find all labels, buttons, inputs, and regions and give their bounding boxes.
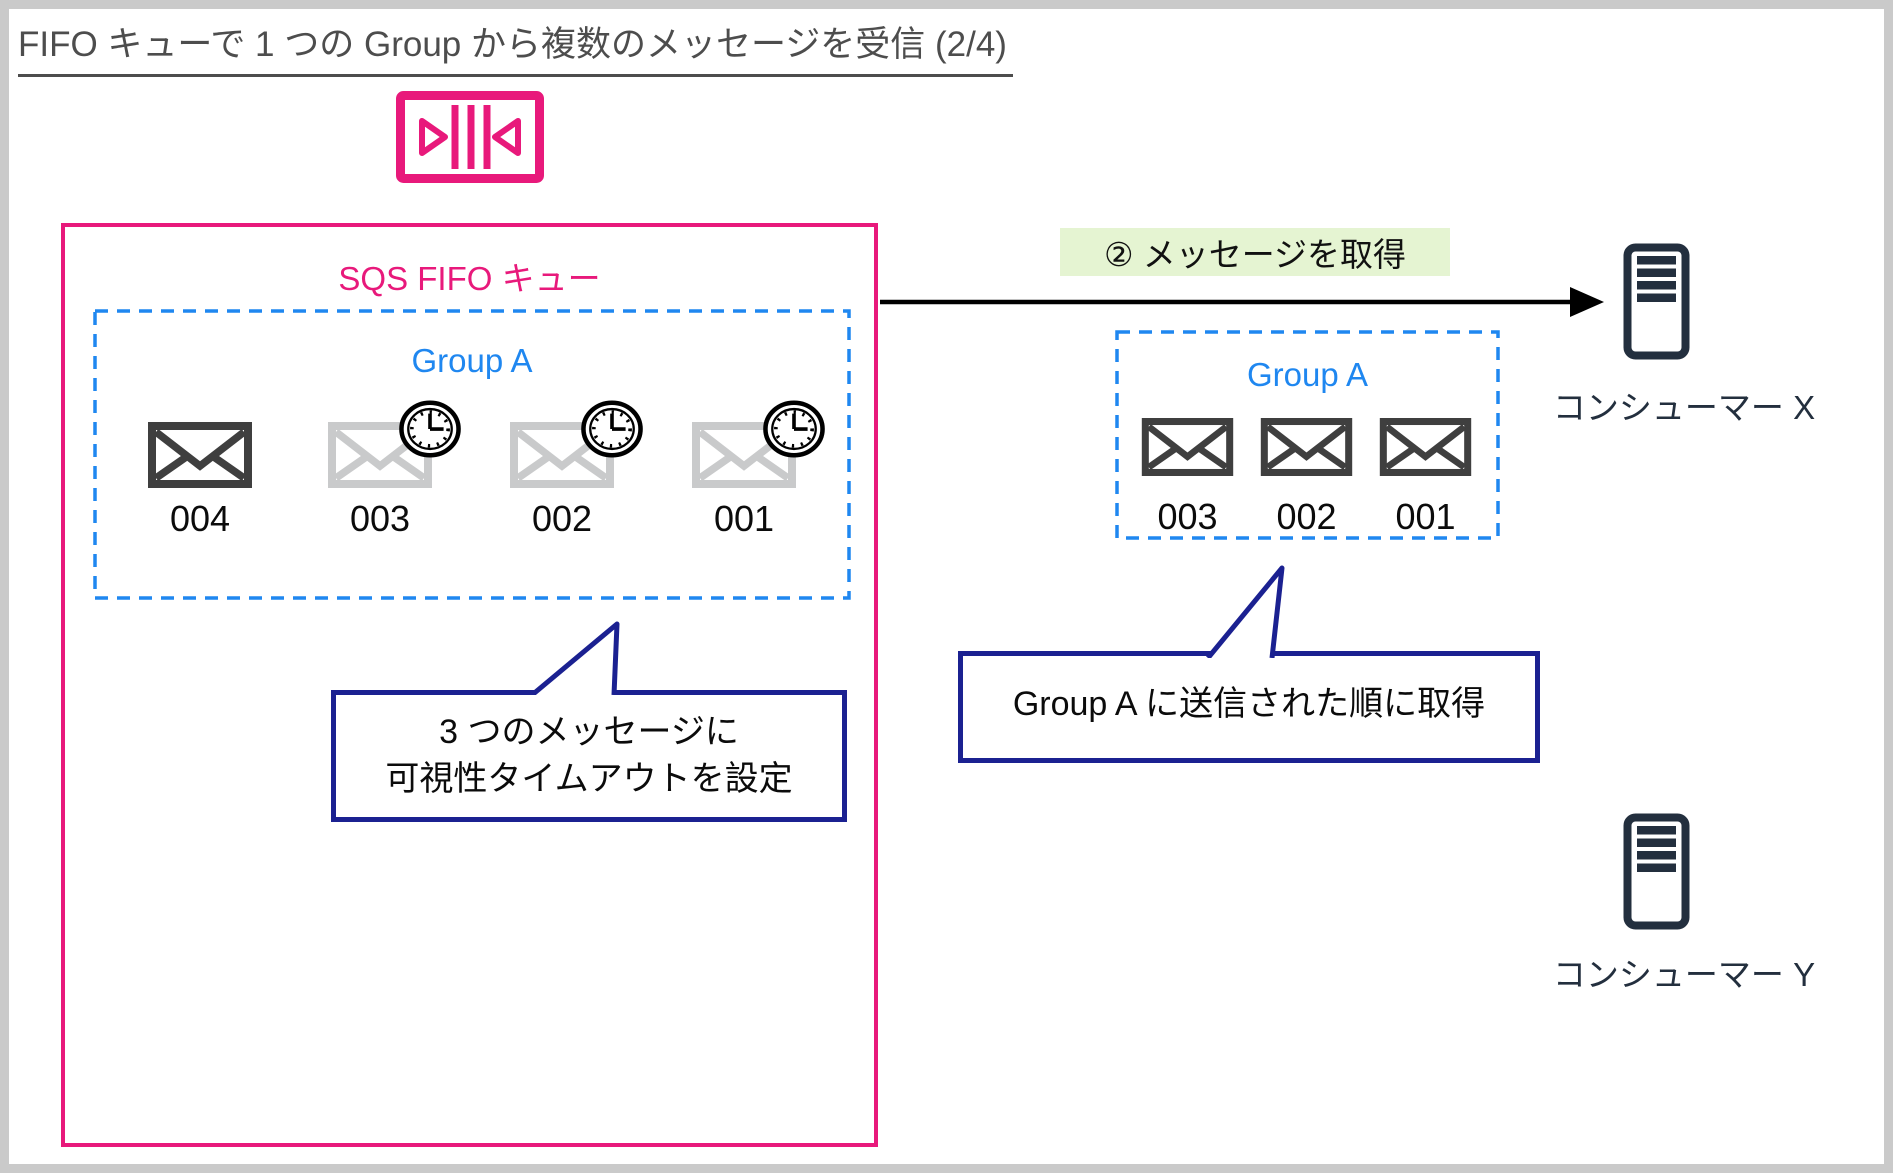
consumer-y-label: コンシューマー Y bbox=[1552, 956, 1816, 993]
envelope-icon bbox=[148, 422, 252, 488]
message-cell: 004 bbox=[148, 422, 252, 539]
message-id-label: 003 bbox=[1157, 496, 1218, 537]
visibility-timeout-callout: 3 つのメッセージに 可視性タイムアウトを設定 bbox=[331, 690, 847, 822]
envelope-icon bbox=[1140, 418, 1235, 476]
fetch-step-label: ② メッセージを取得 bbox=[1060, 228, 1450, 276]
queue-group-label: Group A bbox=[411, 342, 533, 379]
message-cell: 003 bbox=[328, 422, 432, 539]
fifo-queue-label: SQS FIFO キュー bbox=[338, 260, 601, 297]
sqs-queue-icon bbox=[396, 91, 544, 183]
callout-text-line: Group A に送信された順に取得 bbox=[1012, 684, 1486, 723]
message-id-label: 004 bbox=[169, 498, 231, 539]
envelope-icon bbox=[1259, 418, 1354, 476]
callout-tail bbox=[530, 621, 620, 695]
consumer-y-server-icon bbox=[1623, 813, 1690, 930]
callout-text-line: 3 つのメッセージに bbox=[439, 713, 739, 751]
consumer-x-label: コンシューマー X bbox=[1552, 389, 1816, 426]
consumer-x-server-icon bbox=[1623, 243, 1690, 360]
visibility-timeout-clock-icon bbox=[762, 400, 826, 458]
message-id-label: 001 bbox=[713, 498, 775, 539]
queue-group-box bbox=[93, 309, 851, 600]
message-cell: 002 bbox=[510, 422, 614, 539]
message-cell: 002 bbox=[1259, 418, 1354, 537]
received-group-box bbox=[1115, 330, 1500, 540]
visibility-timeout-clock-icon bbox=[580, 400, 644, 458]
callout-text-line: 可視性タイムアウトを設定 bbox=[385, 760, 793, 798]
message-cell: 001 bbox=[1378, 418, 1473, 537]
fetch-arrow bbox=[880, 287, 1604, 317]
message-cell: 001 bbox=[692, 422, 796, 539]
callout-tail bbox=[1206, 565, 1285, 658]
message-id-label: 003 bbox=[349, 498, 411, 539]
message-id-label: 001 bbox=[1395, 496, 1456, 537]
envelope-icon bbox=[1378, 418, 1473, 476]
page-title: FIFO キューで 1 つの Group から複数のメッセージを受信 (2/4) bbox=[18, 16, 1013, 77]
received-group-label: Group A bbox=[1246, 356, 1369, 393]
visibility-timeout-clock-icon bbox=[398, 400, 462, 458]
message-id-label: 002 bbox=[1276, 496, 1337, 537]
message-cell: 003 bbox=[1140, 418, 1235, 537]
fifo-queue-box bbox=[61, 223, 878, 1147]
message-id-label: 002 bbox=[531, 498, 593, 539]
fetch-order-callout: Group A に送信された順に取得 bbox=[958, 651, 1540, 763]
